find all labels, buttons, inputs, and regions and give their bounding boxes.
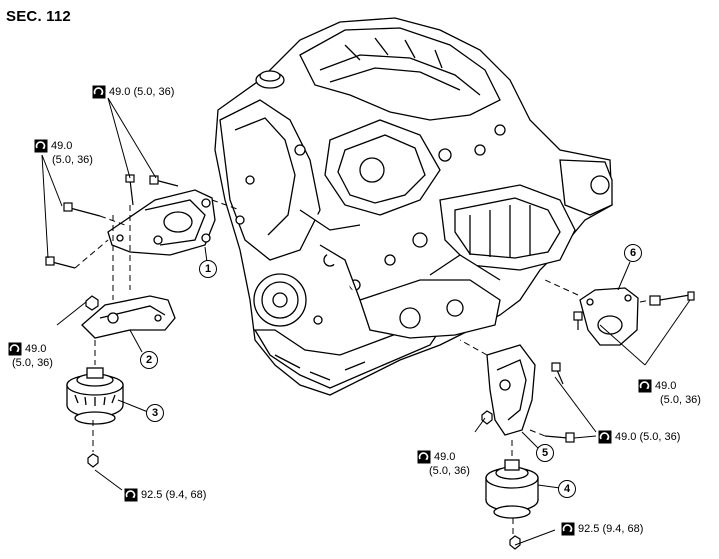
torque-label: 49.0 (5.0, 36) [598,430,680,444]
torque-wrench-icon [417,450,431,464]
part-1-bracket [107,189,216,256]
torque-wrench-icon [34,139,48,153]
torque-value: 49.0 [655,380,677,392]
torque-value: (5.0, 36) [12,357,53,370]
torque-wrench-icon [8,342,22,356]
torque-value: 49.0 (5.0, 36) [109,86,175,98]
torque-label: 49.0 (5.0, 36) [8,342,53,370]
callout-1: 1 [199,260,217,278]
part-3-insulator [66,367,124,425]
torque-value: (5.0, 36) [660,394,701,407]
torque-label: 49.0 (5.0, 36) [638,379,701,407]
torque-label: 49.0 (5.0, 36) [92,85,174,99]
torque-wrench-icon [598,430,612,444]
part-2-bracket [81,295,176,339]
torque-value: (5.0, 36) [429,465,470,478]
engine-block [214,17,613,396]
torque-label: 92.5 (9.4, 68) [124,488,206,502]
bolts [45,174,695,550]
callout-2: 2 [140,351,158,369]
torque-wrench-icon [561,522,575,536]
section-number: SEC. 112 [6,8,71,25]
part-5-bracket [486,344,536,436]
torque-value: 49.0 (5.0, 36) [615,431,681,443]
part-4-insulator [485,459,539,519]
part-6-bracket [579,287,639,346]
torque-value: 92.5 (9.4, 68) [141,489,207,501]
callout-6: 6 [624,244,642,262]
torque-wrench-icon [124,488,138,502]
torque-value: (5.0, 36) [52,154,93,167]
torque-label: 49.0 (5.0, 36) [417,450,470,478]
callout-4: 4 [558,480,576,498]
callout-3: 3 [146,404,164,422]
torque-wrench-icon [92,85,106,99]
torque-label: 49.0 (5.0, 36) [34,139,93,167]
torque-value: 49.0 [434,451,456,463]
torque-wrench-icon [638,379,652,393]
torque-value: 92.5 (9.4, 68) [578,523,644,535]
callout-5: 5 [536,444,554,462]
leader-lines [41,97,691,546]
dash-lines [74,199,651,535]
torque-value: 49.0 [51,140,73,152]
torque-value: 49.0 [25,343,47,355]
torque-label: 92.5 (9.4, 68) [561,522,643,536]
